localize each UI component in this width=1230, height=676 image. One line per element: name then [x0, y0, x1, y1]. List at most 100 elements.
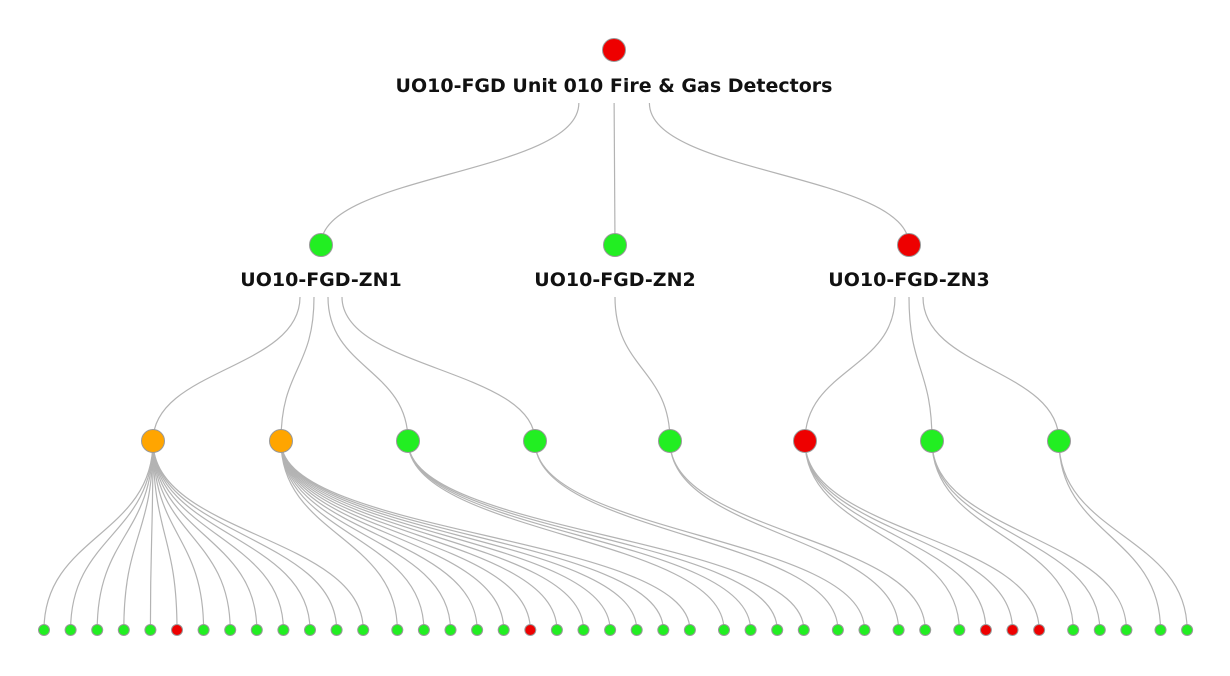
- link-group-leaf: [152, 440, 311, 631]
- link-group-leaf: [280, 440, 664, 631]
- link-group-leaf: [669, 440, 900, 631]
- detector-leaf-node[interactable]: [831, 624, 844, 636]
- tree-links: [43, 102, 1188, 631]
- detector-leaf-node[interactable]: [224, 624, 237, 636]
- link-group-leaf: [931, 440, 1127, 631]
- group-node-2[interactable]: [269, 429, 293, 453]
- detector-leaf-node[interactable]: [979, 624, 992, 636]
- detector-leaf-node[interactable]: [1093, 624, 1106, 636]
- detector-leaf-node[interactable]: [771, 624, 784, 636]
- detector-leaf-node[interactable]: [330, 624, 343, 636]
- link-group-leaf: [1058, 440, 1188, 631]
- link-group-leaf: [152, 440, 364, 631]
- root-label: UO10-FGD Unit 010 Fire & Gas Detectors: [396, 75, 833, 97]
- detector-leaf-node[interactable]: [1033, 624, 1046, 636]
- link-zone-group-5: [614, 296, 671, 442]
- detector-leaf-node[interactable]: [1154, 624, 1167, 636]
- group-node-1[interactable]: [141, 429, 165, 453]
- link-zone-group-6: [804, 296, 896, 442]
- zone-node-2[interactable]: [603, 233, 627, 257]
- detector-leaf-node[interactable]: [1120, 624, 1133, 636]
- link-group-leaf: [149, 440, 154, 631]
- detector-leaf-node[interactable]: [471, 624, 484, 636]
- group-node-7[interactable]: [920, 429, 944, 453]
- link-group-leaf: [70, 440, 154, 631]
- link-group-leaf: [152, 440, 338, 631]
- detector-leaf-node[interactable]: [91, 624, 104, 636]
- link-group-leaf: [280, 440, 585, 631]
- detector-leaf-node[interactable]: [604, 624, 617, 636]
- detector-leaf-node[interactable]: [171, 624, 183, 636]
- detector-leaf-node[interactable]: [304, 624, 316, 636]
- detector-leaf-node[interactable]: [64, 624, 77, 636]
- link-group-leaf: [123, 440, 154, 631]
- link-zone-group-7: [908, 296, 933, 442]
- link-group-leaf: [152, 440, 258, 631]
- zone-node-1[interactable]: [309, 233, 333, 257]
- link-group-leaf: [280, 440, 505, 631]
- link-group-leaf: [152, 440, 284, 631]
- tree-labels: UO10-FGD Unit 010 Fire & Gas Detectors U…: [240, 75, 989, 291]
- detector-leaf-node[interactable]: [577, 624, 590, 636]
- group-node-8[interactable]: [1047, 429, 1071, 453]
- group-node-3[interactable]: [396, 429, 420, 453]
- link-group-leaf: [280, 440, 691, 631]
- tree-nodes: [38, 38, 1194, 636]
- zone-label-1: UO10-FGD-ZN1: [240, 269, 401, 291]
- detector-leaf-node[interactable]: [744, 624, 757, 636]
- group-node-5[interactable]: [658, 429, 682, 453]
- link-group-leaf: [96, 440, 154, 631]
- detector-leaf-node[interactable]: [277, 624, 290, 636]
- detector-leaf-node[interactable]: [683, 624, 696, 636]
- detector-leaf-node[interactable]: [197, 624, 210, 636]
- link-group-leaf: [804, 440, 960, 631]
- link-group-leaf: [152, 440, 205, 631]
- detector-leaf-node[interactable]: [357, 624, 370, 636]
- detector-leaf-node[interactable]: [953, 624, 966, 636]
- link-group-leaf: [931, 440, 1074, 631]
- detector-leaf-node[interactable]: [444, 624, 457, 636]
- detector-leaf-node[interactable]: [524, 624, 537, 636]
- detector-leaf-node[interactable]: [1181, 624, 1194, 636]
- detector-leaf-node[interactable]: [630, 624, 643, 636]
- detector-leaf-node[interactable]: [417, 624, 430, 636]
- zone-node-3[interactable]: [897, 233, 921, 257]
- link-group-leaf: [280, 440, 531, 631]
- zone-label-2: UO10-FGD-ZN2: [534, 269, 695, 291]
- detector-leaf-node[interactable]: [718, 624, 730, 636]
- link-group-leaf: [534, 440, 866, 631]
- group-node-6[interactable]: [793, 429, 817, 453]
- link-zone-group-4: [341, 296, 536, 442]
- detector-leaf-node[interactable]: [1006, 624, 1019, 636]
- link-zone-group-1: [152, 296, 301, 442]
- detector-leaf-node[interactable]: [38, 624, 50, 636]
- detector-leaf-node[interactable]: [117, 624, 130, 636]
- link-group-leaf: [931, 440, 1101, 631]
- link-root-zone-3: [648, 102, 910, 246]
- group-node-4[interactable]: [523, 429, 547, 453]
- detector-leaf-node[interactable]: [250, 624, 263, 636]
- link-group-leaf: [280, 440, 452, 631]
- detector-leaf-node[interactable]: [797, 624, 810, 636]
- detector-leaf-node[interactable]: [550, 624, 563, 636]
- detector-leaf-node[interactable]: [391, 624, 404, 636]
- link-group-leaf: [152, 440, 178, 631]
- link-group-leaf: [43, 440, 154, 631]
- link-group-leaf: [407, 440, 778, 631]
- detector-leaf-node[interactable]: [497, 624, 510, 636]
- link-root-zone-1: [320, 102, 580, 246]
- root-node[interactable]: [602, 38, 626, 62]
- detector-leaf-node[interactable]: [919, 624, 932, 636]
- detector-leaf-node[interactable]: [1067, 624, 1080, 636]
- detector-leaf-node[interactable]: [657, 624, 670, 636]
- detector-leaf-node[interactable]: [892, 624, 905, 636]
- link-group-leaf: [280, 440, 398, 631]
- detector-leaf-node[interactable]: [144, 624, 157, 636]
- link-group-leaf: [407, 440, 752, 631]
- link-group-leaf: [280, 440, 638, 631]
- detector-leaf-node[interactable]: [858, 624, 871, 636]
- link-group-leaf: [1058, 440, 1162, 631]
- link-group-leaf: [669, 440, 926, 631]
- link-group-leaf: [534, 440, 839, 631]
